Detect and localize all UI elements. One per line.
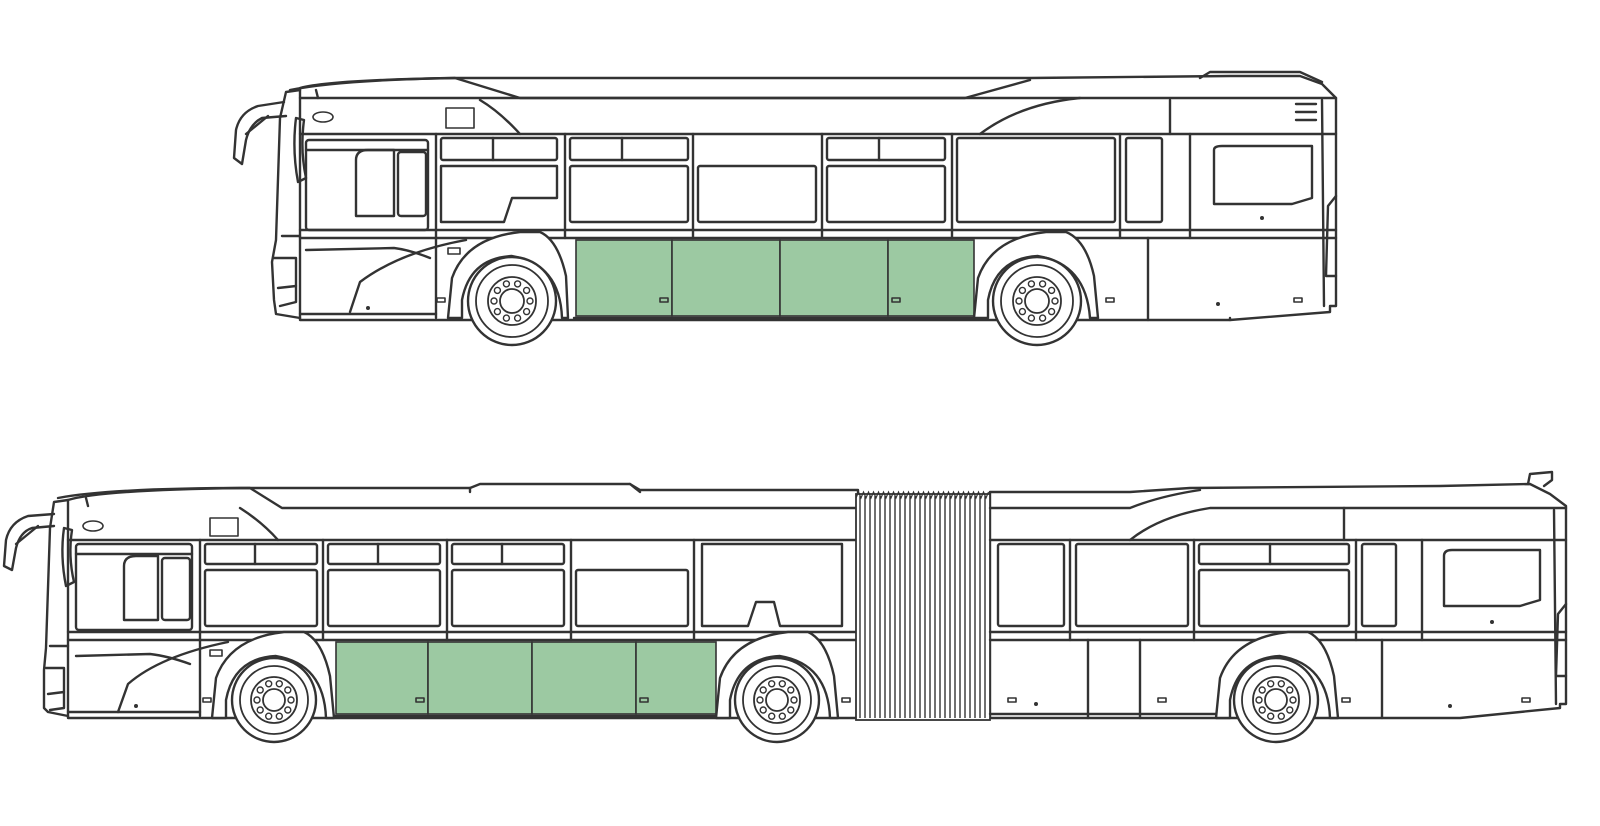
wheel-lug-nut: [256, 686, 264, 694]
wheel-lug-nut: [493, 286, 502, 295]
wheel-lug-nut: [1051, 297, 1059, 305]
wheel-lug-nut: [284, 686, 292, 694]
wheel-lug-nut: [275, 712, 283, 720]
articulated-bus-highlight-panel-2: [427, 641, 533, 715]
bellows-top-edge: [855, 490, 990, 500]
standard-bus-front-door: [304, 138, 430, 232]
wheel-lug-nut: [1258, 686, 1266, 694]
standard-bus-rear-wheel: [991, 255, 1083, 347]
articulated-bus-middle-arch: [714, 630, 840, 720]
standard-bus-front: [270, 88, 302, 320]
wheel-lug-nut: [1015, 297, 1023, 305]
wheel-lug-nut: [490, 297, 498, 305]
standard-bus-highlight-panel-1: [575, 239, 673, 317]
wheel-lug-nut: [756, 696, 764, 704]
articulated-bus-front-door: [74, 542, 194, 632]
wheel-lug-nut: [778, 680, 786, 688]
standard-bus-mirror: [232, 100, 288, 166]
wheel-lug-nut: [265, 712, 273, 720]
wheel-lug-nut: [1255, 696, 1263, 704]
articulated-bus-middle-wheel: [733, 656, 821, 744]
wheel-lug-nut: [768, 680, 776, 688]
standard-bus-rear-arch: [972, 230, 1100, 320]
wheel-lug-nut: [1018, 286, 1027, 295]
wheel-lug-nut: [502, 314, 511, 322]
wheel-lug-nut: [1266, 680, 1275, 688]
wheel-lug-nut: [284, 706, 292, 714]
wheel-lug-nut: [778, 712, 786, 720]
wheel-lug-nut: [768, 712, 776, 720]
standard-bus-front-arch: [446, 230, 570, 320]
wheel-lug-nut: [1277, 712, 1286, 720]
articulated-bus-front-arch: [210, 630, 336, 720]
wheel-lug-nut: [1047, 286, 1056, 295]
wheel-lug-nut: [1286, 706, 1294, 714]
wheel-lug-nut: [287, 696, 295, 704]
wheel-lug-nut: [1038, 280, 1047, 288]
wheel-lug-nut: [759, 706, 767, 714]
wheel-lug-nut: [1047, 307, 1056, 316]
wheel-lug-nut: [759, 686, 767, 694]
wheel-lug-nut: [787, 706, 795, 714]
wheel-lug-nut: [513, 314, 522, 322]
wheel-lug-nut: [1038, 314, 1047, 322]
wheel-lug-nut: [787, 686, 795, 694]
wheel-lug-nut: [1277, 680, 1286, 688]
articulated-bus-highlight-panel-3: [531, 641, 637, 715]
standard-bus-highlight-panel-2: [671, 239, 781, 317]
wheel-lug-nut: [1289, 696, 1297, 704]
wheel-lug-nut: [1286, 686, 1294, 694]
wheel-lug-nut: [493, 307, 502, 316]
wheel-lug-nut: [522, 286, 531, 295]
standard-bus-highlight-panel-3: [779, 239, 889, 317]
wheel-lug-nut: [275, 680, 283, 688]
wheel-lug-nut: [790, 696, 798, 704]
articulated-bus-highlight-panel-1: [335, 641, 429, 715]
articulated-bus-highlight-panel-4: [635, 641, 717, 715]
articulated-bus-front: [42, 498, 70, 718]
articulated-bus-front-wheel: [230, 656, 318, 744]
wheel-lug-nut: [265, 680, 273, 688]
standard-bus-highlight-panel-4: [887, 239, 975, 317]
wheel-lug-nut: [502, 280, 511, 288]
standard-bus: [232, 70, 1338, 347]
articulated-bus-rear-wheel: [1232, 656, 1320, 744]
standard-bus-front-wheel: [466, 255, 558, 347]
wheel-lug-nut: [1027, 280, 1036, 288]
wheel-lug-nut: [256, 706, 264, 714]
articulated-bus: [2, 470, 1568, 744]
wheel-lug-nut: [1266, 712, 1275, 720]
wheel-lug-nut: [253, 696, 261, 704]
wheel-lug-nut: [526, 297, 534, 305]
wheel-lug-nut: [1027, 314, 1036, 322]
wheel-lug-nut: [522, 307, 531, 316]
articulated-bus-mirror: [2, 512, 56, 572]
articulated-bus-bellows: [855, 490, 991, 721]
standard-bus-roof-line: [288, 76, 1032, 100]
wheel-lug-nut: [1018, 307, 1027, 316]
wheel-lug-nut: [513, 280, 522, 288]
wheel-lug-nut: [1258, 706, 1266, 714]
